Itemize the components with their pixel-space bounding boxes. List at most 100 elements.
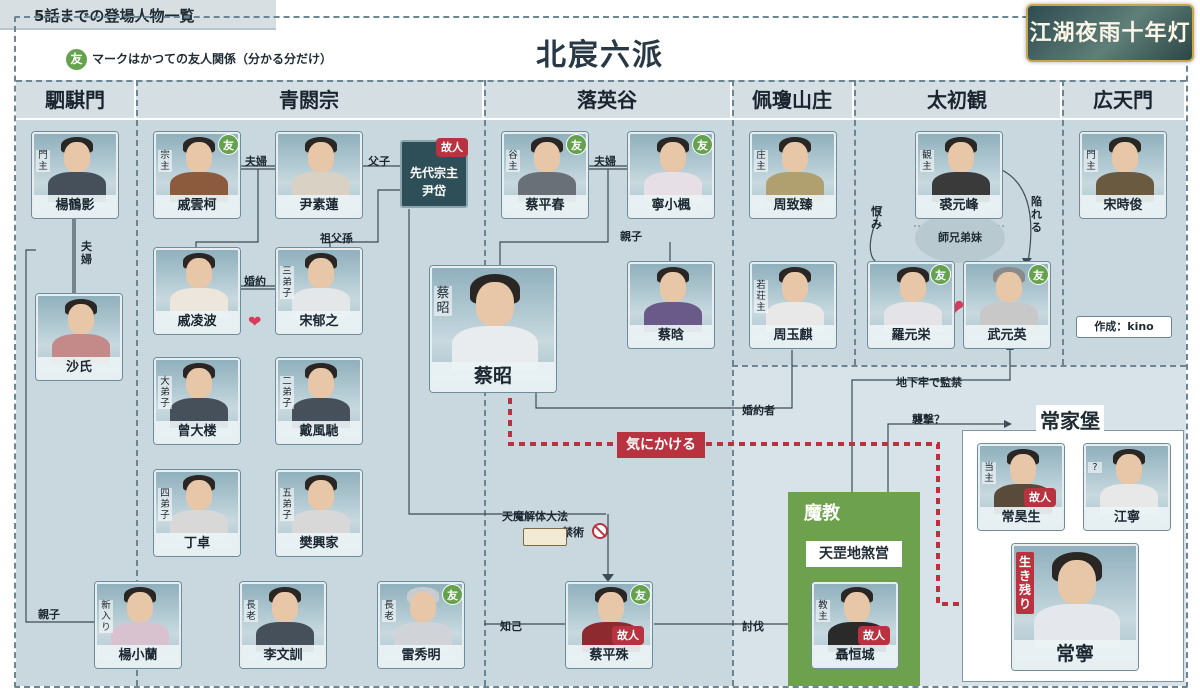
deceased-badge: 故人 <box>858 626 890 645</box>
character-name: 裘元峰 <box>918 195 1000 216</box>
character-name: 蔡晗 <box>630 325 712 346</box>
label-fushi: 父子 <box>368 155 390 168</box>
character-card[interactable]: 二弟子 戴風馳 <box>276 358 362 444</box>
divider <box>136 80 138 686</box>
character-card[interactable]: 四弟子 丁卓 <box>154 470 240 556</box>
label-fuufu: 夫婦 <box>594 155 616 168</box>
label-shikeitei: 師兄弟妹 <box>915 213 1005 263</box>
character-name: 羅元栄 <box>870 325 952 346</box>
deceased-badge: 故人 <box>1024 488 1056 507</box>
legend-friend-badge: 友 <box>66 49 87 70</box>
divider <box>16 80 1186 82</box>
character-card[interactable]: 谷主 蔡平春 <box>502 132 588 218</box>
label-fuufu: 夫婦 <box>81 240 92 266</box>
character-name: 丁卓 <box>156 533 238 554</box>
character-name: 楊鶴影 <box>34 195 116 216</box>
character-name: 蔡昭 <box>432 362 554 390</box>
character-card[interactable]: 大弟子 曾大楼 <box>154 358 240 444</box>
outer-frame <box>14 16 1188 688</box>
label-konyakusha: 婚約者 <box>742 404 775 417</box>
divider <box>732 80 734 686</box>
character-card[interactable]: 五弟子 樊興家 <box>276 470 362 556</box>
label-otoshiireru: 陥れる <box>1031 195 1042 234</box>
character-role: 四弟子 <box>158 488 172 521</box>
character-name: 樊興家 <box>278 533 360 554</box>
heart-icon: ❤ <box>248 312 262 331</box>
character-role: 門主 <box>36 150 50 172</box>
label-urami: 恨み <box>871 205 882 231</box>
section-kotenmon: 広天門 <box>1062 80 1186 120</box>
character-role: 二弟子 <box>280 376 294 409</box>
character-card[interactable]: 長老 雷秀明 <box>378 582 464 668</box>
character-role: 教主 <box>816 600 830 622</box>
friend-badge: 友 <box>930 264 951 285</box>
deceased-badge: 故人 <box>436 138 468 157</box>
character-name: 寧小楓 <box>630 195 712 216</box>
character-card[interactable]: 先代宗主 尹岱 <box>400 140 468 208</box>
character-name: 曾大楼 <box>156 421 238 442</box>
character-role: 門主 <box>1084 150 1098 172</box>
character-card[interactable]: 若荘主 周玉麒 <box>750 262 836 348</box>
character-card[interactable]: 庄主 周致臻 <box>750 132 836 218</box>
character-card[interactable]: 蔡晗 <box>628 262 714 348</box>
character-card[interactable]: ? 江寧 <box>1084 444 1170 530</box>
character-name: 蔡平殊 <box>568 645 650 666</box>
character-name: 宋時俊 <box>1082 195 1164 216</box>
label-konyaku: 婚約 <box>244 275 266 288</box>
character-card[interactable]: 三弟子 宋郁之 <box>276 248 362 334</box>
label-chikarou: 地下牢で監禁 <box>896 376 962 389</box>
character-card[interactable]: 尹素蓮 <box>276 132 362 218</box>
character-role: 新入り <box>99 600 113 633</box>
forbidden-icon <box>592 523 608 539</box>
character-name: 江寧 <box>1086 507 1168 528</box>
character-name: 戴風馳 <box>278 421 360 442</box>
label-shugeki: 襲撃？ <box>912 413 945 426</box>
friend-badge: 友 <box>442 584 463 605</box>
label-fuufu: 夫婦 <box>245 155 267 168</box>
character-name: 沙氏 <box>38 357 120 378</box>
character-name: 周致臻 <box>752 195 834 216</box>
divider <box>1062 80 1064 365</box>
section-shikimon: 駟騏門 <box>16 80 136 120</box>
character-role: 長老 <box>382 600 396 622</box>
character-name: 常寧 <box>1014 640 1136 668</box>
label-toubatsu: 討伐 <box>742 620 764 633</box>
character-card[interactable]: 常寧 <box>1012 544 1138 670</box>
character-card[interactable]: 当主 常昊生 <box>978 444 1064 530</box>
character-role: 三弟子 <box>280 266 294 299</box>
character-name: 尹岱 <box>421 184 446 198</box>
character-card[interactable]: 新入り 楊小蘭 <box>95 582 181 668</box>
character-name: 聶恒城 <box>814 645 896 666</box>
character-name: 武元英 <box>966 325 1048 346</box>
character-name: 尹素蓮 <box>278 195 360 216</box>
drama-logo: 江湖夜雨十年灯 <box>1026 4 1194 62</box>
character-name: 宋郁之 <box>278 311 360 332</box>
character-card[interactable]: 観主 裘元峰 <box>916 132 1002 218</box>
character-card[interactable]: 教主 聶恒城 <box>812 582 898 668</box>
character-card[interactable]: 長老 李文訓 <box>240 582 326 668</box>
character-card[interactable]: 沙氏 <box>36 294 122 380</box>
divider <box>854 80 856 365</box>
character-role: 蔡昭 <box>434 286 452 316</box>
friend-badge: 友 <box>692 134 713 155</box>
character-role: 観主 <box>920 150 934 172</box>
legend-text: マークはかつての友人関係（分かる分だけ） <box>92 52 333 66</box>
label-sofuson: 祖父孫 <box>320 232 353 245</box>
character-card[interactable]: 蔡昭 蔡昭 <box>430 266 556 392</box>
character-name: 戚雲柯 <box>156 195 238 216</box>
character-card[interactable]: 門主 楊鶴影 <box>32 132 118 218</box>
character-card[interactable]: 羅元栄 <box>868 262 954 348</box>
character-name: 戚凌波 <box>156 311 238 332</box>
character-role: 大弟子 <box>158 376 172 409</box>
section-taishokan: 太初観 <box>854 80 1062 120</box>
character-card[interactable]: 戚凌波 <box>154 248 240 334</box>
friend-badge: 友 <box>566 134 587 155</box>
friend-badge: 友 <box>218 134 239 155</box>
character-name: 常昊生 <box>980 507 1062 528</box>
character-card[interactable]: 門主 宋時俊 <box>1080 132 1166 218</box>
character-role: ? <box>1088 462 1102 473</box>
makyo-title: 魔教 <box>804 503 840 524</box>
character-name: 周玉麒 <box>752 325 834 346</box>
deceased-badge: 故人 <box>612 626 644 645</box>
